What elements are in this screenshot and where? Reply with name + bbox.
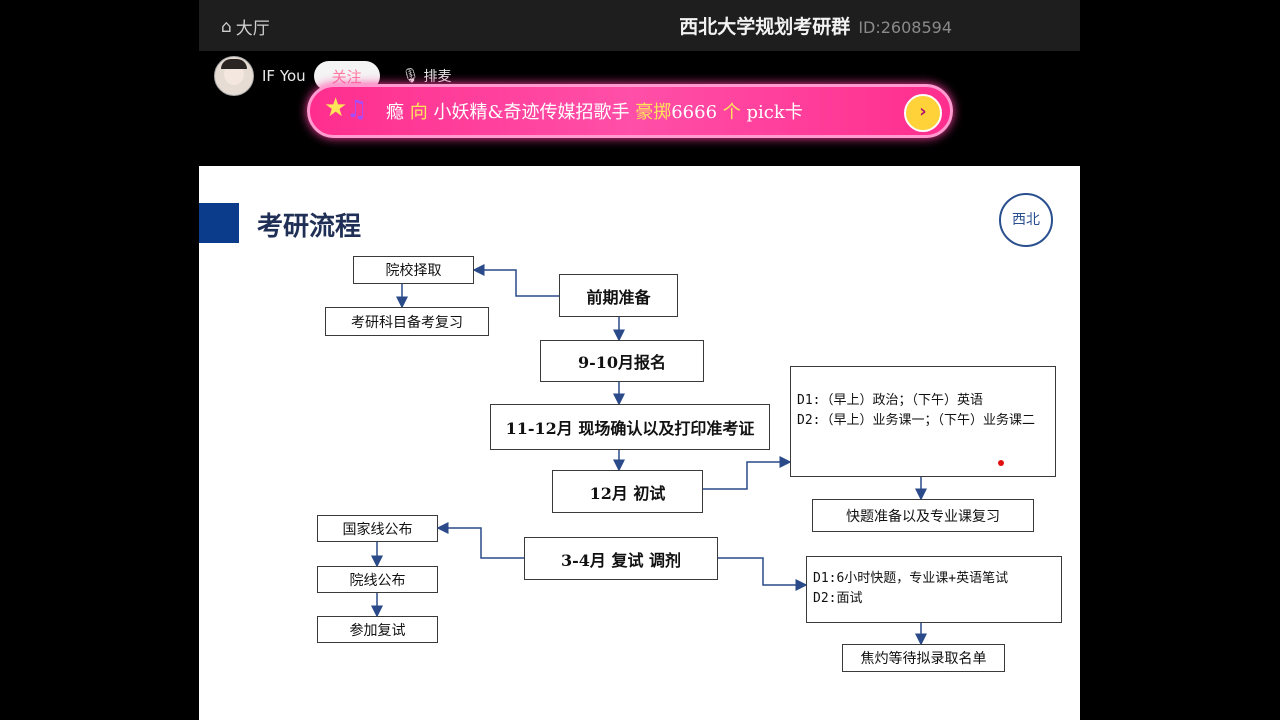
red-dot	[998, 460, 1004, 466]
box-first-after: 快题准备以及专业课复习	[812, 499, 1034, 532]
box-prep: 前期准备	[559, 274, 678, 317]
box-first-exam-detail: D1:（早上）政治；（下午）英语 D2:（早上）业务课一；（下午）业务课二	[790, 366, 1056, 477]
room-header: 西北大学规划考研群 ID:2608594	[679, 12, 952, 39]
box-school-line: 院线公布	[317, 566, 438, 593]
box-confirm: 11-12月 现场确认以及打印准考证	[490, 404, 770, 450]
flow-connectors	[371, 264, 927, 646]
star-icon: ★	[324, 93, 348, 123]
box-wait-admission: 焦灼等待拟录取名单	[842, 644, 1005, 672]
title-accent-bar	[199, 203, 239, 243]
box-review: 考研科目备考复习	[325, 307, 489, 336]
box-retest-detail: D1:6小时快题，专业课+英语笔试 D2:面试	[806, 556, 1062, 623]
home-label: 大厅	[235, 19, 270, 39]
top-bar: ⌂ 大厅 西北大学规划考研群 ID:2608594	[199, 0, 1080, 51]
mic-queue[interactable]: 🎙 排麦	[401, 68, 452, 85]
slide-title: 考研流程	[257, 212, 362, 242]
box-register: 9-10月报名	[540, 340, 704, 382]
banner-text: 瘾 向 小妖精&奇迹传媒招歌手 豪掷6666 个 pick卡	[386, 102, 803, 123]
host-name[interactable]: IF You	[262, 67, 306, 85]
box-first-exam: 12月 初试	[552, 470, 703, 513]
room-id: ID:2608594	[858, 18, 952, 37]
box-school-select: 院校择取	[353, 256, 474, 284]
microphone-icon: 🎙	[401, 68, 420, 84]
room-title: 西北大学规划考研群	[679, 16, 851, 38]
home-button[interactable]: ⌂ 大厅	[221, 14, 270, 40]
music-note-icon: ♫	[346, 95, 368, 123]
avatar[interactable]	[214, 56, 254, 96]
box-national-line: 国家线公布	[317, 515, 438, 542]
university-logo: 西北	[999, 193, 1053, 247]
box-retest: 3-4月 复试 调剂	[524, 537, 718, 580]
home-icon: ⌂	[221, 16, 232, 37]
gift-banner[interactable]: ★ ♫ 瘾 向 小妖精&奇迹传媒招歌手 豪掷6666 个 pick卡 ›	[307, 84, 953, 138]
box-attend-retest: 参加复试	[317, 616, 438, 643]
presentation-slide: 考研流程 西北 院校择取 前期准备 考研科目备考复习 9-10月报名 11-12…	[199, 166, 1080, 720]
banner-arrow-icon[interactable]: ›	[904, 94, 942, 132]
